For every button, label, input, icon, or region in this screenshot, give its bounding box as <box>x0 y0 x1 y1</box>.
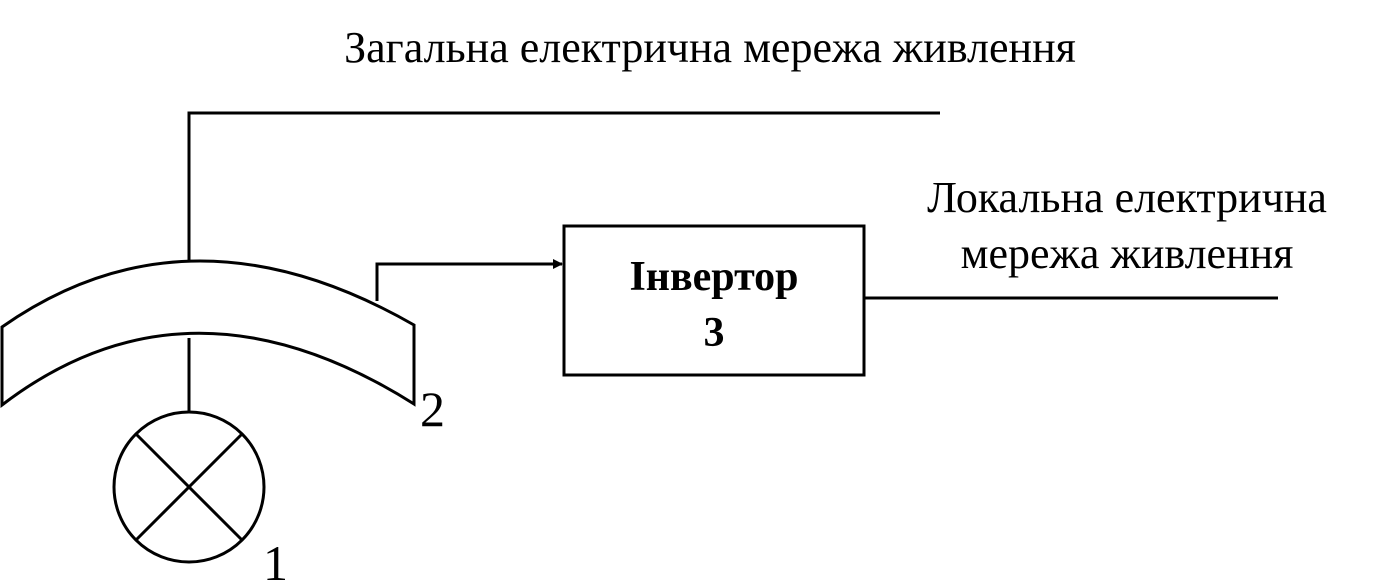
inverter-number-label: 3 <box>704 310 725 356</box>
inverter-name-label: Інвертор <box>629 254 798 300</box>
panel-to-inverter-arrow <box>375 259 563 301</box>
general-grid-label: Загальна електрична мережа живлення <box>344 23 1076 72</box>
general-grid-line <box>187 111 940 262</box>
lamp-number-label: 1 <box>263 535 288 587</box>
panel-number-label: 2 <box>420 381 445 437</box>
local-grid-label-line1: Локальна електрична <box>927 173 1327 222</box>
inverter-box <box>562 224 866 377</box>
lamp-icon <box>112 410 266 564</box>
local-grid-label-line2: мережа живлення <box>961 229 1294 278</box>
curved-panel <box>0 259 416 409</box>
